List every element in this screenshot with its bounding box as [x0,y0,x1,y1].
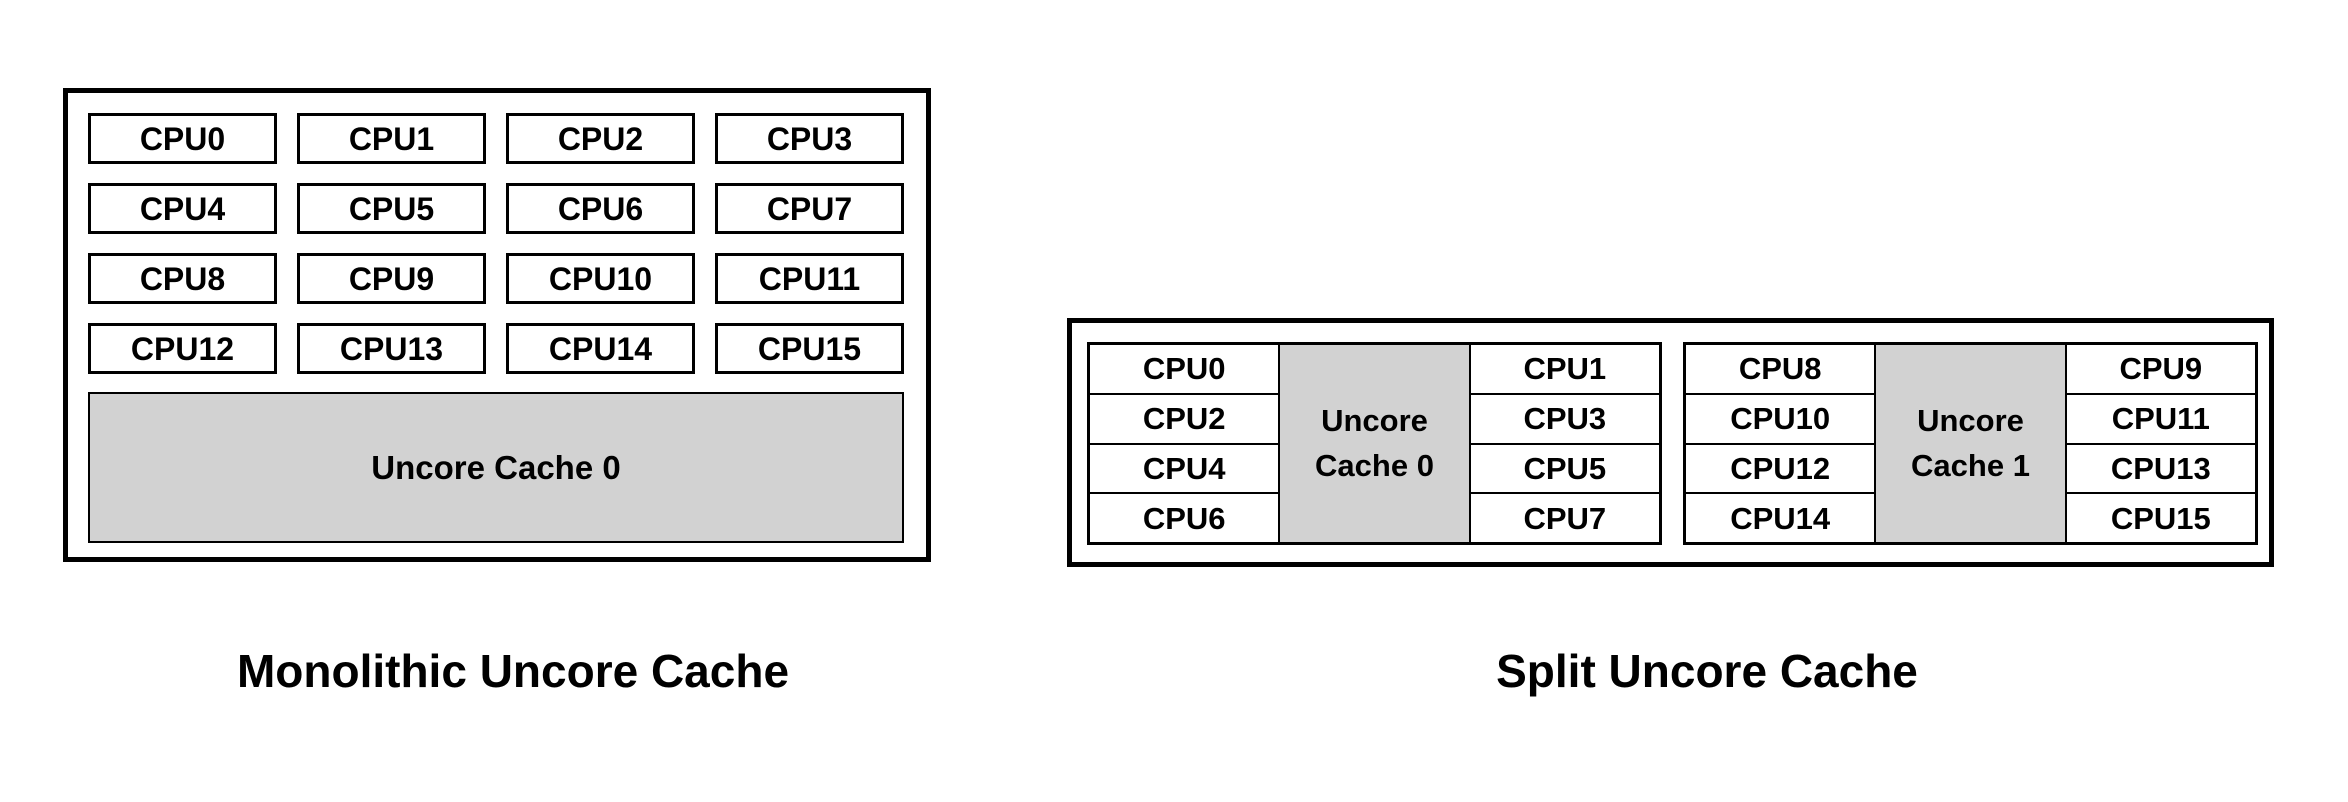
monolithic-cpu-11: CPU11 [715,253,904,304]
monolithic-cpu-2: CPU2 [506,113,695,164]
split-caption: Split Uncore Cache [1496,645,1918,697]
split-cpu-8: CPU8 [1685,344,1876,394]
split-cpu-10: CPU10 [1685,393,1876,444]
split-cpu-6: CPU6 [1089,493,1280,543]
monolithic-cpu-grid: CPU0 CPU1 CPU2 CPU3 CPU4 CPU5 CPU6 CPU7 … [88,113,904,374]
monolithic-cpu-8: CPU8 [88,253,277,304]
monolithic-cpu-1: CPU1 [297,113,486,164]
monolithic-cpu-12: CPU12 [88,323,277,374]
monolithic-cpu-6: CPU6 [506,183,695,234]
split-cpu-11: CPU11 [2065,393,2256,444]
split-cpu-1: CPU1 [1469,344,1660,394]
split-diagram: CPU0 CPU2 CPU4 CPU6 Uncore Cache 0 CPU1 … [1067,318,2274,567]
monolithic-diagram: CPU0 CPU1 CPU2 CPU3 CPU4 CPU5 CPU6 CPU7 … [63,88,931,562]
split-cpu-14: CPU14 [1685,493,1876,543]
split-cpu-4: CPU4 [1089,443,1280,494]
split-uncore-cache-1: Uncore Cache 1 [1875,344,2066,543]
monolithic-cpu-4: CPU4 [88,183,277,234]
split-cpu-13: CPU13 [2065,443,2256,494]
monolithic-cpu-0: CPU0 [88,113,277,164]
monolithic-cpu-15: CPU15 [715,323,904,374]
split-cpu-9: CPU9 [2065,344,2256,394]
split-cpu-0: CPU0 [1089,344,1280,394]
uncore-cache-0-band: Uncore Cache 0 [88,392,904,543]
monolithic-cpu-13: CPU13 [297,323,486,374]
monolithic-cpu-14: CPU14 [506,323,695,374]
monolithic-cpu-10: CPU10 [506,253,695,304]
split-cpu-2: CPU2 [1089,393,1280,444]
split-cluster-1: CPU8 CPU10 CPU12 CPU14 Uncore Cache 1 CP… [1683,342,2258,545]
split-cpu-7: CPU7 [1469,493,1660,543]
monolithic-caption: Monolithic Uncore Cache [236,645,790,697]
split-cpu-5: CPU5 [1469,443,1660,494]
monolithic-cpu-9: CPU9 [297,253,486,304]
monolithic-cpu-5: CPU5 [297,183,486,234]
split-uncore-cache-0: Uncore Cache 0 [1279,344,1470,543]
split-cpu-12: CPU12 [1685,443,1876,494]
split-cpu-15: CPU15 [2065,493,2256,543]
split-cluster-0: CPU0 CPU2 CPU4 CPU6 Uncore Cache 0 CPU1 … [1087,342,1662,545]
split-cpu-3: CPU3 [1469,393,1660,444]
monolithic-cpu-7: CPU7 [715,183,904,234]
monolithic-cpu-3: CPU3 [715,113,904,164]
